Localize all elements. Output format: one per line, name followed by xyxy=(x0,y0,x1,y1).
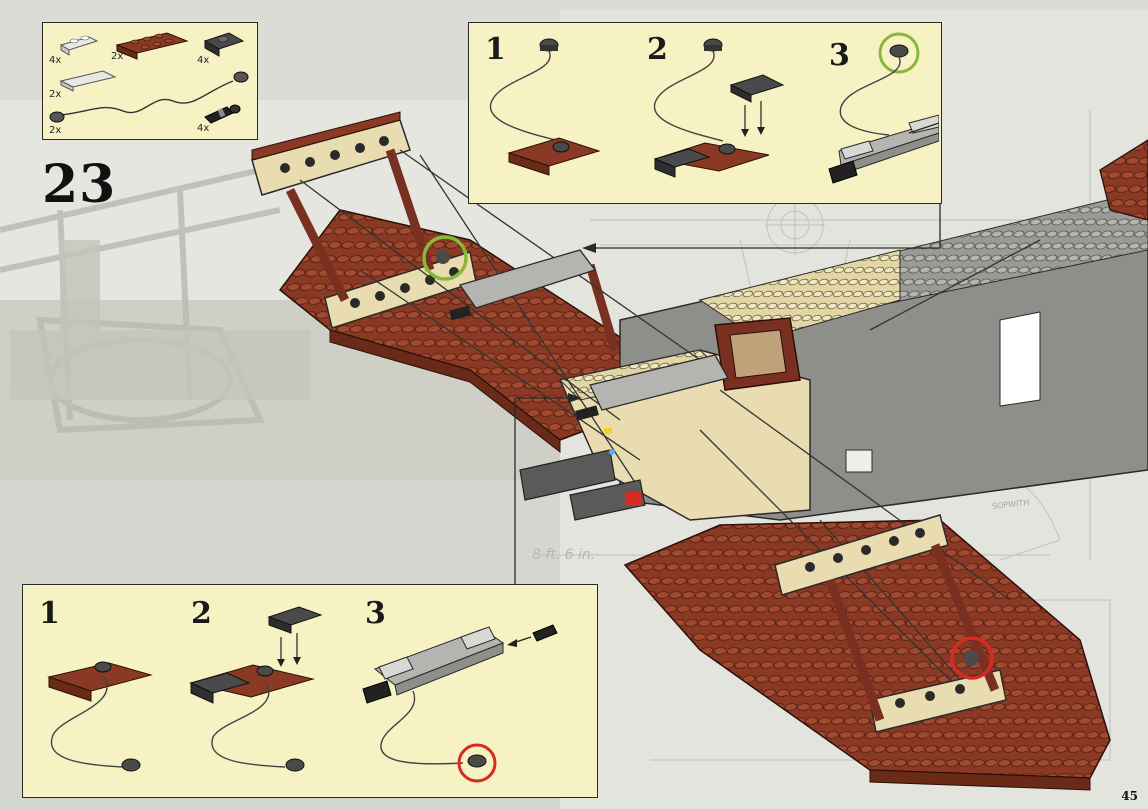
part-reddish-brown-plate-icon xyxy=(115,32,189,60)
part-light-gray-tile-icon xyxy=(59,70,117,92)
page-number: 45 xyxy=(1121,789,1138,803)
qty-reddish-brown-plate: 2x xyxy=(111,51,124,62)
callout-bottom-step2-illustration xyxy=(189,606,323,772)
part-dark-gray-clip-plate-icon xyxy=(203,32,245,57)
fuselage xyxy=(558,189,1148,521)
underside-parts xyxy=(519,428,646,521)
red-highlight-circle-callout xyxy=(457,743,497,783)
parts-list-callout: 4x 2x 4x 2x 2x 4x xyxy=(42,22,258,140)
sub-assembly-callout-top: 1 2 3 xyxy=(468,22,942,204)
callout-top-step-1: 1 xyxy=(485,32,506,67)
qty-dark-gray-clip-plate: 4x xyxy=(197,55,210,66)
part-light-gray-plate-icon xyxy=(59,35,99,56)
green-highlight-circle-main xyxy=(422,235,468,281)
qty-light-gray-tile: 2x xyxy=(49,89,62,100)
sub-assembly-callout-bottom: 1 2 3 xyxy=(22,584,598,798)
part-round-brick-string-icon xyxy=(49,71,249,123)
callout-bottom-step-3: 3 xyxy=(365,596,386,631)
part-black-pin-icon xyxy=(204,104,241,124)
callout-top-step-3: 3 xyxy=(829,38,850,73)
callout-top-step-2: 2 xyxy=(647,32,668,67)
callout-top-step1-illustration xyxy=(489,38,601,176)
qty-light-gray-plate: 4x xyxy=(49,55,62,66)
qty-round-brick-string: 2x xyxy=(49,125,62,136)
callout-top-step3-illustration xyxy=(828,32,939,184)
callout-pointer-lines xyxy=(514,203,941,584)
green-highlight-circle-callout xyxy=(878,32,920,74)
callout-bottom-step3-illustration xyxy=(362,624,558,783)
lower-strut-assembly xyxy=(774,514,1007,733)
blueprint-dimension-text: 8 ft. 6 in. xyxy=(532,547,596,563)
qty-black-pin: 4x xyxy=(197,123,210,134)
callout-bottom-step-2: 2 xyxy=(191,596,212,631)
callout-bottom-step1-illustration xyxy=(47,661,153,772)
callout-top-step2-illustration xyxy=(653,38,785,178)
partial-wing-right xyxy=(1099,139,1148,221)
callout-bottom-step-1: 1 xyxy=(39,596,60,631)
step-number: 23 xyxy=(42,154,117,215)
red-highlight-circle-main xyxy=(950,636,994,680)
